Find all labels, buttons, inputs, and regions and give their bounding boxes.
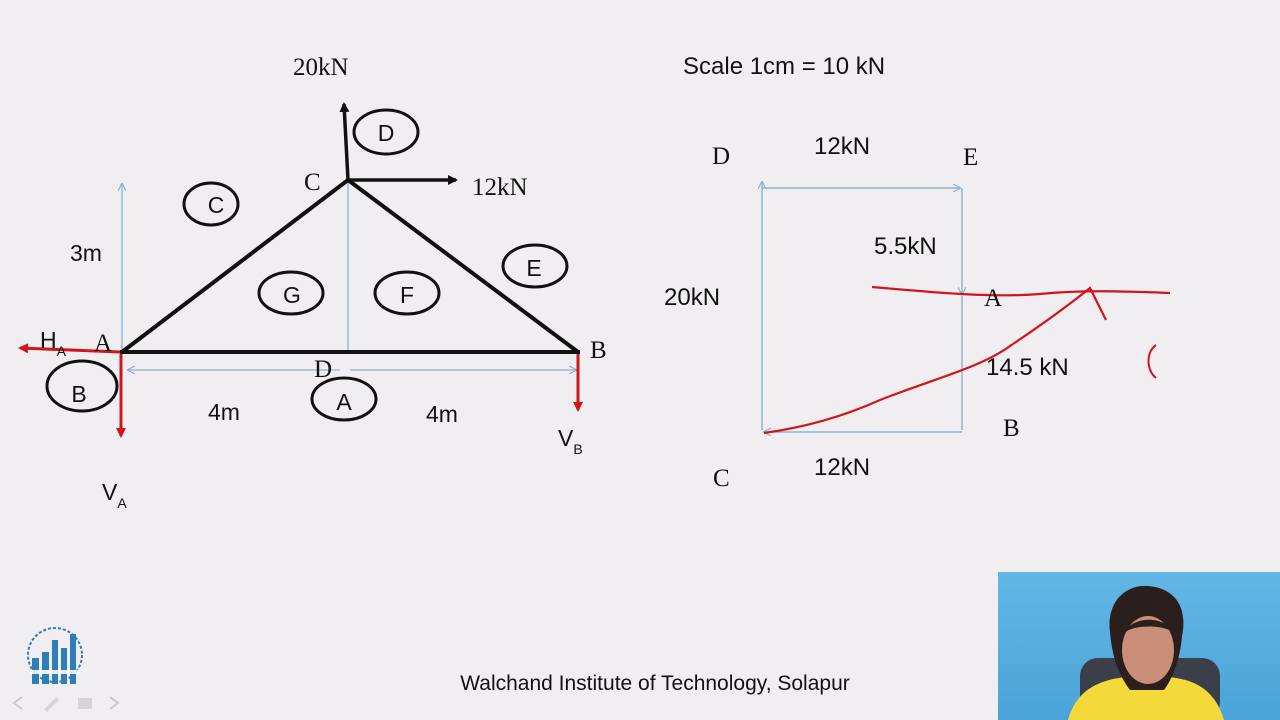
- institute-logo: [27, 627, 83, 684]
- height-label: 3m: [70, 240, 102, 266]
- scale-label: Scale 1cm = 10 kN: [683, 53, 885, 80]
- force-diagram: Scale 1cm = 10 kN D E A B C 12kN 20kN 5.…: [664, 53, 1171, 492]
- span-right-label: 4m: [426, 401, 458, 427]
- member-ac: [120, 178, 350, 354]
- reaction-ha-label: HA: [40, 327, 67, 359]
- next-icon[interactable]: [109, 696, 120, 710]
- pen-icon[interactable]: [44, 697, 59, 712]
- node-label-b: B: [590, 337, 607, 364]
- region-label-g: G: [257, 270, 325, 316]
- reaction-va-label: VA: [102, 479, 127, 511]
- svg-text:F: F: [400, 282, 414, 308]
- webcam-overlay: [998, 572, 1280, 720]
- slide-navigation[interactable]: [8, 694, 128, 712]
- truss-diagram: 20kN 12kN A B C D 3m 4m 4m HA VA VB D C …: [18, 54, 607, 511]
- region-label-f: F: [373, 270, 441, 316]
- menu-icon[interactable]: [78, 698, 92, 709]
- force-ea-label: 5.5kN: [874, 233, 937, 260]
- svg-text:C: C: [208, 192, 225, 218]
- load-arrow-vertical: [339, 102, 350, 181]
- load-label-vertical: 20kN: [293, 54, 349, 81]
- node-label-a: A: [94, 330, 112, 357]
- svg-text:B: B: [71, 381, 86, 407]
- region-label-d: D: [352, 108, 420, 156]
- footer-institute-name: Walchand Institute of Technology, Solapu…: [460, 672, 850, 695]
- region-label-b: B: [45, 359, 119, 413]
- presenter-face: [1122, 616, 1174, 684]
- drawn-horizontal-line: [871, 285, 1171, 297]
- svg-text:E: E: [526, 255, 541, 281]
- region-label-a: A: [310, 376, 378, 422]
- force-left-label: 20kN: [664, 284, 720, 311]
- region-label-e: E: [501, 243, 569, 289]
- drawn-bracket-mark: [1147, 344, 1157, 379]
- force-ab-label: 14.5 kN: [986, 354, 1069, 381]
- span-left-label: 4m: [208, 399, 240, 425]
- drawn-inclined-line: [763, 286, 1107, 435]
- reaction-vb-label: VB: [558, 425, 583, 457]
- force-top-label: 12kN: [814, 133, 870, 160]
- force-point-b: B: [1003, 415, 1020, 442]
- member-cb: [346, 178, 580, 354]
- svg-text:G: G: [283, 282, 301, 308]
- load-label-horizontal: 12kN: [472, 174, 528, 201]
- presenter-video: [1068, 585, 1224, 720]
- svg-text:D: D: [378, 120, 395, 146]
- region-label-c: C: [182, 181, 240, 227]
- reaction-ha-arrow: [18, 343, 121, 354]
- previous-icon[interactable]: [12, 696, 23, 710]
- force-point-d: D: [712, 143, 730, 170]
- force-bottom-label: 12kN: [814, 454, 870, 481]
- node-label-c: C: [304, 169, 321, 196]
- presenter-body: [1068, 676, 1224, 720]
- node-label-d: D: [314, 356, 332, 383]
- force-point-c: C: [713, 465, 730, 492]
- svg-text:A: A: [336, 389, 352, 415]
- force-point-a: A: [984, 285, 1002, 312]
- force-point-e: E: [963, 144, 978, 171]
